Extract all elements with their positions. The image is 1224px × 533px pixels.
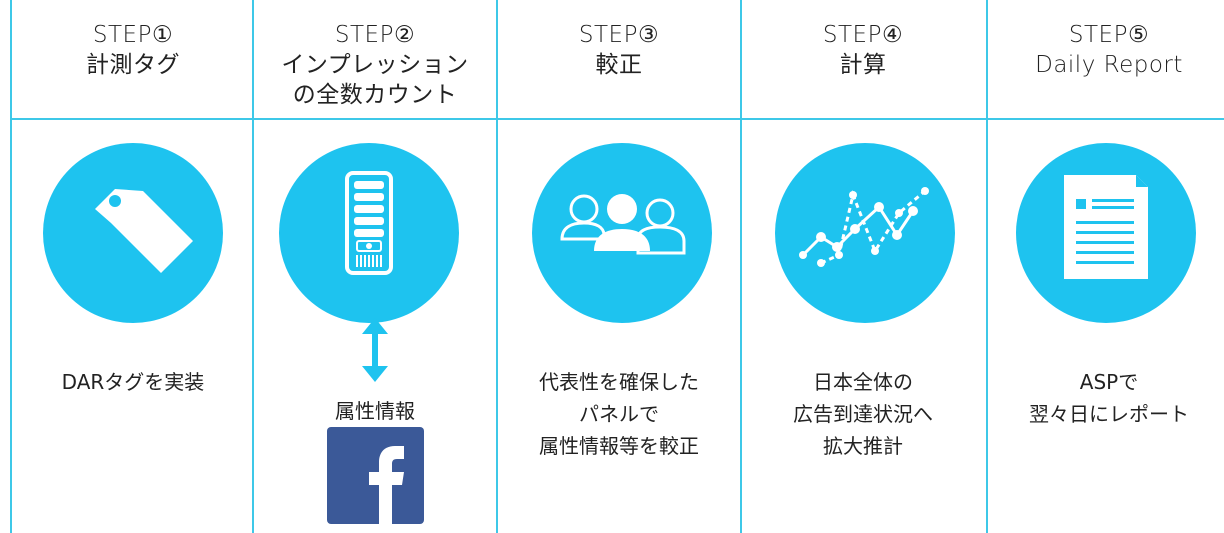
step-title: STEP④	[822, 22, 904, 48]
step-subtitle: の全数カウント	[292, 82, 458, 108]
tag-icon	[95, 189, 193, 273]
step-title: STEP②	[334, 22, 416, 48]
step-2-description: 属性情報	[254, 395, 496, 427]
divider-line	[252, 0, 254, 533]
step-4-description: 日本全体の 広告到達状況へ 拡大推計	[742, 366, 984, 462]
divider-line	[10, 0, 12, 533]
desc-line: 日本全体の	[813, 370, 913, 394]
facebook-icon	[327, 427, 424, 524]
step-2-circle	[279, 143, 459, 323]
step-title: STEP⑤	[1068, 22, 1150, 48]
step-subtitle: インプレッション	[281, 52, 469, 78]
document-icon	[1064, 175, 1148, 279]
step-5-description: ASPで 翌々日にレポート	[988, 366, 1224, 430]
step-5-circle	[1016, 143, 1196, 323]
step-1-circle	[43, 143, 223, 323]
desc-line: DARタグを実装	[61, 370, 205, 394]
divider-line	[496, 0, 498, 533]
step-1-description: DARタグを実装	[12, 366, 254, 398]
desc-line: パネルで	[579, 402, 659, 426]
step-title: STEP①	[92, 22, 174, 48]
line-chart-icon	[799, 187, 929, 267]
step-subtitle: 計測タグ	[86, 52, 180, 78]
step-3-header: STEP③ 較正	[498, 20, 740, 80]
divider-line	[986, 0, 988, 533]
step-4-column: STEP④ 計算 日本全体の	[742, 0, 984, 533]
step-2-column: STEP② インプレッション の全数カウント	[254, 0, 496, 533]
step-3-circle	[532, 143, 712, 323]
step-4-header: STEP④ 計算	[742, 20, 984, 80]
step-5-header: STEP⑤ Daily Report	[988, 20, 1224, 80]
desc-line: 広告到達状況へ	[793, 402, 933, 426]
step-3-description: 代表性を確保した パネルで 属性情報等を較正	[498, 366, 740, 462]
desc-line: 拡大推計	[823, 434, 903, 458]
step-1-column: STEP① 計測タグ DARタグを実装	[12, 0, 254, 533]
server-icon	[345, 171, 393, 275]
desc-line: 属性情報	[335, 399, 415, 423]
divider-line	[740, 0, 742, 533]
desc-line: 代表性を確保した	[539, 370, 699, 394]
step-subtitle: Daily Report	[1035, 52, 1183, 78]
double-arrow-icon	[362, 318, 388, 382]
step-title: STEP③	[578, 22, 660, 48]
desc-line: 属性情報等を較正	[539, 434, 699, 458]
step-1-header: STEP① 計測タグ	[12, 20, 254, 80]
step-subtitle: 較正	[595, 52, 643, 78]
step-2-header: STEP② インプレッション の全数カウント	[254, 20, 496, 110]
header-divider	[10, 118, 1224, 120]
step-3-column: STEP③ 較正 代表性を確保した パネルで 属性情報等を較正	[498, 0, 740, 533]
desc-line: ASPで	[1079, 370, 1139, 394]
step-5-column: STEP⑤ Daily Report ASPで 翌々	[988, 0, 1224, 533]
step-4-circle	[775, 143, 955, 323]
step-subtitle: 計算	[839, 52, 887, 78]
users-icon	[560, 194, 686, 255]
desc-line: 翌々日にレポート	[1029, 402, 1189, 426]
